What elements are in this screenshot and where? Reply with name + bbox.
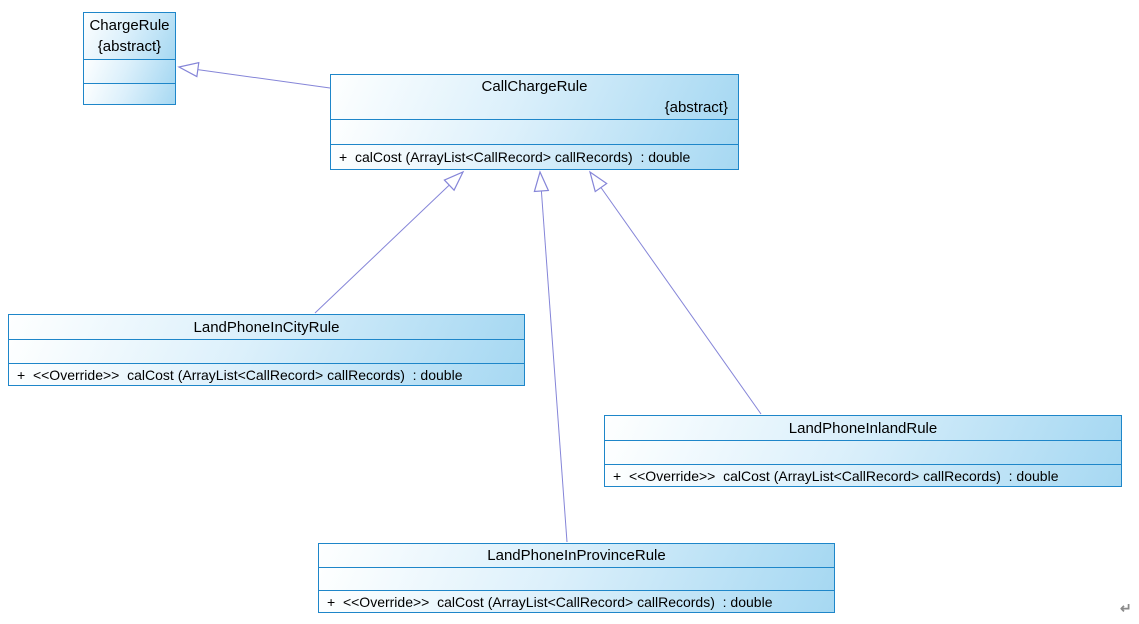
class-title-compartment: LandPhoneInProvinceRule <box>319 544 834 567</box>
attributes-compartment <box>605 440 1121 464</box>
class-title-compartment: CallChargeRule {abstract} <box>331 75 738 119</box>
operations-compartment <box>84 83 175 104</box>
class-box-callchargerule: CallChargeRule {abstract} + calCost (Arr… <box>330 74 739 170</box>
class-box-landphoneinlandrule: LandPhoneInlandRule + <<Override>> calCo… <box>604 415 1122 487</box>
class-name: CallChargeRule <box>481 78 588 95</box>
class-box-chargerule: ChargeRule {abstract} <box>83 12 176 105</box>
generalization-arrow-callchargerule-to-chargerule <box>177 61 331 89</box>
generalization-arrow-landphoneinlandrule-to-callchargerule <box>588 170 762 415</box>
operation: + <<Override>> calCost (ArrayList<CallRe… <box>17 366 463 383</box>
operation: + calCost (ArrayList<CallRecord> callRec… <box>339 149 691 165</box>
class-title-compartment: ChargeRule {abstract} <box>84 13 175 59</box>
class-stereotype: {abstract} <box>664 99 728 116</box>
class-stereotype: {abstract} <box>97 38 162 55</box>
generalization-arrow-landphoneinprovincerule-to-callchargerule <box>533 170 568 543</box>
class-name: LandPhoneInProvinceRule <box>487 547 666 564</box>
operations-compartment: + <<Override>> calCost (ArrayList<CallRe… <box>605 464 1121 486</box>
attributes-compartment <box>319 567 834 590</box>
operation: + <<Override>> calCost (ArrayList<CallRe… <box>327 593 773 610</box>
operations-compartment: + <<Override>> calCost (ArrayList<CallRe… <box>9 363 524 385</box>
class-box-landphoneinprovincerule: LandPhoneInProvinceRule + <<Override>> c… <box>318 543 835 613</box>
class-name: LandPhoneInCityRule <box>193 318 340 336</box>
operation: + <<Override>> calCost (ArrayList<CallRe… <box>613 467 1059 484</box>
operations-compartment: + <<Override>> calCost (ArrayList<CallRe… <box>319 590 834 612</box>
attributes-compartment <box>84 59 175 83</box>
class-title-compartment: LandPhoneInlandRule <box>605 416 1121 440</box>
attributes-compartment <box>9 339 524 363</box>
generalization-arrow-landphoneincityrule-to-callchargerule <box>314 170 465 314</box>
class-name: LandPhoneInlandRule <box>788 419 938 437</box>
attributes-compartment <box>331 119 738 144</box>
paragraph-return-mark: ↵ <box>1120 600 1132 616</box>
class-name: ChargeRule <box>89 17 170 34</box>
operations-compartment: + calCost (ArrayList<CallRecord> callRec… <box>331 144 738 169</box>
class-title-compartment: LandPhoneInCityRule <box>9 315 524 339</box>
class-box-landphoneincityrule: LandPhoneInCityRule + <<Override>> calCo… <box>8 314 525 386</box>
